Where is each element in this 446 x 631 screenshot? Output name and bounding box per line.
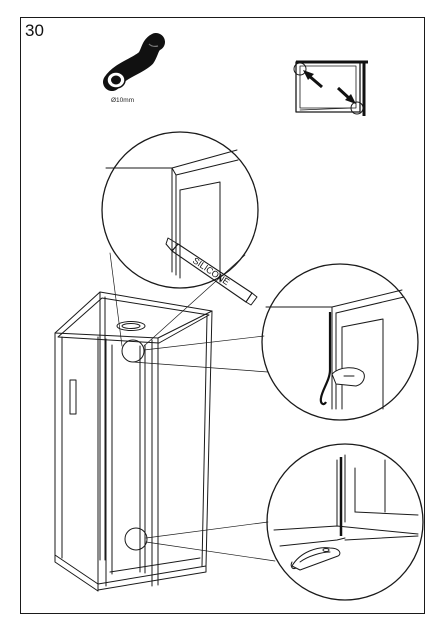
detail-circle-bottom [266, 443, 424, 601]
arrow-icon [303, 70, 323, 89]
detail-circle-middle [261, 263, 419, 421]
shower-cabin [54, 291, 213, 592]
leader-lines [109, 252, 276, 562]
silicone-bead-icon [103, 33, 165, 91]
silicone-label: SILICONE [191, 255, 231, 287]
step-frame [20, 17, 425, 614]
tube-diameter-label: Ø10mm [111, 97, 135, 104]
detail-circle-top: SILICONE [101, 131, 259, 306]
finger-icon [331, 367, 365, 387]
spatula-icon [290, 547, 341, 571]
step-number: 30 [25, 21, 44, 40]
top-view-inset [293, 60, 368, 116]
arrow-icon [336, 86, 356, 104]
